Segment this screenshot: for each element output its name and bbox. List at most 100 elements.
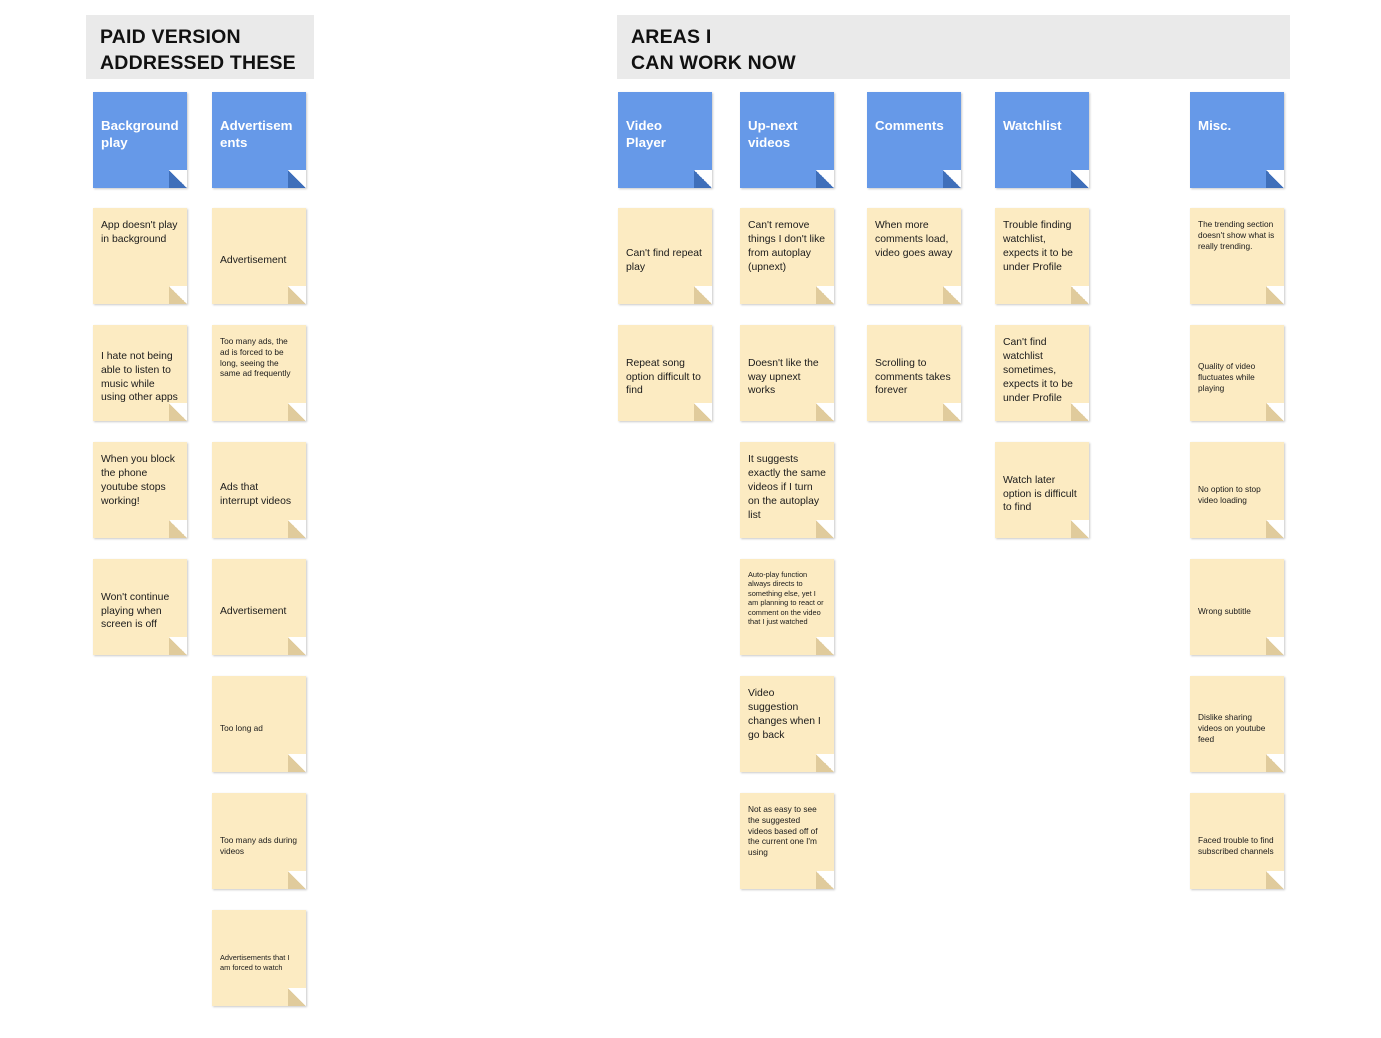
section-title: PAID VERSION ADDRESSED THESE bbox=[100, 26, 296, 74]
sticky-note[interactable]: I hate not being able to listen to music… bbox=[93, 325, 187, 421]
sticky-note-body: Advertisements that I am forced to watch bbox=[212, 910, 306, 1006]
category-note-video-player[interactable]: Video Player bbox=[618, 92, 712, 188]
sticky-note-text: Faced trouble to find subscribed channel… bbox=[1198, 834, 1274, 856]
page-fold-icon bbox=[1266, 170, 1284, 188]
sticky-note-text: Advertisements that I am forced to watch bbox=[220, 953, 290, 972]
sticky-note[interactable]: No option to stop video loading bbox=[1190, 442, 1284, 538]
page-fold-icon bbox=[169, 403, 187, 421]
category-note-label: Background play bbox=[101, 118, 179, 150]
category-note-misc[interactable]: Misc. bbox=[1190, 92, 1284, 188]
sticky-note-text: Can't find watchlist sometimes, expects … bbox=[1003, 337, 1073, 404]
sticky-note[interactable]: Repeat song option difficult to find bbox=[618, 325, 712, 421]
sticky-note[interactable]: Advertisements that I am forced to watch bbox=[212, 910, 306, 1006]
sticky-note-body: Advertisement bbox=[212, 559, 306, 655]
sticky-note-body: When you block the phone youtube stops w… bbox=[93, 442, 187, 538]
sticky-note-text: I hate not being able to listen to music… bbox=[101, 350, 178, 404]
sticky-note-text: Scrolling to comments takes forever bbox=[875, 357, 951, 397]
category-note-label: Video Player bbox=[626, 118, 666, 150]
category-note-body: Misc. bbox=[1190, 92, 1284, 188]
sticky-note-text: Advertisement bbox=[220, 254, 287, 266]
category-note-background-play[interactable]: Background play bbox=[93, 92, 187, 188]
page-fold-icon bbox=[694, 286, 712, 304]
sticky-note[interactable]: Video suggestion changes when I go back bbox=[740, 676, 834, 772]
sticky-note-text: When you block the phone youtube stops w… bbox=[101, 454, 175, 507]
sticky-note-text: Can't find repeat play bbox=[626, 247, 702, 273]
page-fold-icon bbox=[816, 286, 834, 304]
sticky-note[interactable]: Not as easy to see the suggested videos … bbox=[740, 793, 834, 889]
category-note-watchlist[interactable]: Watchlist bbox=[995, 92, 1089, 188]
page-fold-icon bbox=[288, 520, 306, 538]
sticky-note-body: Repeat song option difficult to find bbox=[618, 325, 712, 421]
sticky-note[interactable]: Trouble finding watchlist, expects it to… bbox=[995, 208, 1089, 304]
sticky-note-text: Wrong subtitle bbox=[1198, 606, 1251, 617]
sticky-note-text: Won't continue playing when screen is of… bbox=[101, 591, 170, 631]
sticky-note[interactable]: Dislike sharing videos on youtube feed bbox=[1190, 676, 1284, 772]
sticky-note-text: App doesn't play in background bbox=[101, 220, 178, 245]
category-note-comments[interactable]: Comments bbox=[867, 92, 961, 188]
sticky-note[interactable]: When you block the phone youtube stops w… bbox=[93, 442, 187, 538]
category-note-body: Video Player bbox=[618, 92, 712, 188]
category-note-body: Comments bbox=[867, 92, 961, 188]
page-fold-icon bbox=[288, 170, 306, 188]
sticky-note[interactable]: App doesn't play in background bbox=[93, 208, 187, 304]
page-fold-icon bbox=[1266, 637, 1284, 655]
sticky-note-body: Not as easy to see the suggested videos … bbox=[740, 793, 834, 889]
sticky-note[interactable]: The trending section doesn't show what i… bbox=[1190, 208, 1284, 304]
sticky-note[interactable]: Wrong subtitle bbox=[1190, 559, 1284, 655]
sticky-note[interactable]: Too many ads during videos bbox=[212, 793, 306, 889]
category-note-up-next-videos[interactable]: Up-next videos bbox=[740, 92, 834, 188]
page-fold-icon bbox=[288, 403, 306, 421]
sticky-note[interactable]: Too many ads, the ad is forced to be lon… bbox=[212, 325, 306, 421]
page-fold-icon bbox=[694, 403, 712, 421]
sticky-note[interactable]: Auto-play function always directs to som… bbox=[740, 559, 834, 655]
sticky-note-body: Too many ads, the ad is forced to be lon… bbox=[212, 325, 306, 421]
sticky-note[interactable]: It suggests exactly the same videos if I… bbox=[740, 442, 834, 538]
sticky-note[interactable]: Quality of video fluctuates while playin… bbox=[1190, 325, 1284, 421]
sticky-note-text: Ads that interrupt videos bbox=[220, 481, 292, 507]
sticky-note[interactable]: Can't find repeat play bbox=[618, 208, 712, 304]
page-fold-icon bbox=[816, 170, 834, 188]
sticky-note[interactable]: Scrolling to comments takes forever bbox=[867, 325, 961, 421]
sticky-note-body: Trouble finding watchlist, expects it to… bbox=[995, 208, 1089, 304]
page-fold-icon bbox=[943, 170, 961, 188]
sticky-note[interactable]: Advertisement bbox=[212, 208, 306, 304]
sticky-note[interactable]: When more comments load, video goes away bbox=[867, 208, 961, 304]
page-fold-icon bbox=[816, 871, 834, 889]
sticky-note-text: No option to stop video loading bbox=[1198, 483, 1261, 505]
sticky-note-text: Auto-play function always directs to som… bbox=[748, 570, 824, 627]
sticky-note-body: I hate not being able to listen to music… bbox=[93, 325, 187, 421]
sticky-note[interactable]: Can't find watchlist sometimes, expects … bbox=[995, 325, 1089, 421]
page-fold-icon bbox=[1071, 170, 1089, 188]
page-fold-icon bbox=[816, 520, 834, 538]
sticky-note-body: Ads that interrupt videos bbox=[212, 442, 306, 538]
category-note-body: Up-next videos bbox=[740, 92, 834, 188]
sticky-note-body: Scrolling to comments takes forever bbox=[867, 325, 961, 421]
sticky-note-body: Advertisement bbox=[212, 208, 306, 304]
page-fold-icon bbox=[169, 286, 187, 304]
page-fold-icon bbox=[694, 170, 712, 188]
page-fold-icon bbox=[1071, 520, 1089, 538]
sticky-note-body: Wrong subtitle bbox=[1190, 559, 1284, 655]
sticky-note[interactable]: Too long ad bbox=[212, 676, 306, 772]
sticky-note-text: Too long ad bbox=[220, 723, 263, 734]
sticky-note-body: Dislike sharing videos on youtube feed bbox=[1190, 676, 1284, 772]
sticky-note[interactable]: Advertisement bbox=[212, 559, 306, 655]
sticky-note[interactable]: Doesn't like the way upnext works bbox=[740, 325, 834, 421]
page-fold-icon bbox=[169, 520, 187, 538]
sticky-note[interactable]: Won't continue playing when screen is of… bbox=[93, 559, 187, 655]
sticky-note-text: Trouble finding watchlist, expects it to… bbox=[1003, 220, 1073, 273]
category-note-label: Up-next videos bbox=[748, 118, 798, 150]
page-fold-icon bbox=[816, 754, 834, 772]
sticky-note-text: Video suggestion changes when I go back bbox=[748, 688, 821, 741]
page-fold-icon bbox=[1266, 286, 1284, 304]
sticky-note[interactable]: Can't remove things I don't like from au… bbox=[740, 208, 834, 304]
category-note-advertisements[interactable]: Advertisements bbox=[212, 92, 306, 188]
page-fold-icon bbox=[1071, 403, 1089, 421]
category-note-body: Background play bbox=[93, 92, 187, 188]
sticky-note[interactable]: Faced trouble to find subscribed channel… bbox=[1190, 793, 1284, 889]
sticky-note-body: Quality of video fluctuates while playin… bbox=[1190, 325, 1284, 421]
sticky-note[interactable]: Watch later option is difficult to find bbox=[995, 442, 1089, 538]
sticky-note-text: Advertisement bbox=[220, 605, 287, 617]
sticky-note[interactable]: Ads that interrupt videos bbox=[212, 442, 306, 538]
